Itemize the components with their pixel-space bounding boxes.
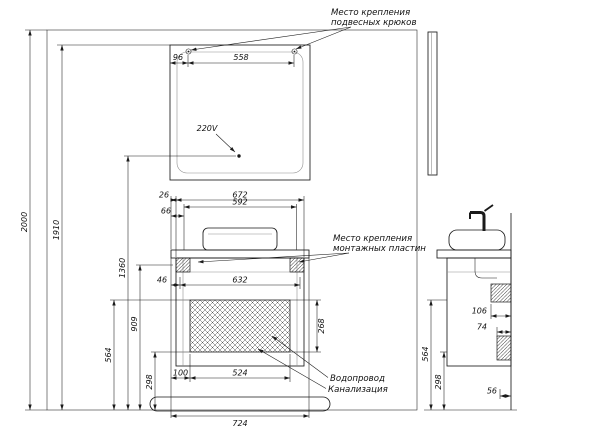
dim-text-fixing-spacing: 632 — [232, 276, 247, 285]
dim-side-zone-top: 564 — [421, 299, 447, 410]
cabinet-front — [175, 257, 305, 367]
dim-bracket-top-depth: 106 — [472, 304, 511, 319]
dim-text-overall-width: 724 — [232, 419, 247, 428]
dim-base-depth: 56 — [487, 387, 511, 399]
dim-text-hook-offset: 96 — [173, 53, 183, 62]
dim-panel-bottom-height: 298 — [145, 351, 190, 410]
power-outlet-dot — [237, 154, 241, 158]
plates-label-line2: монтажных пластин — [333, 244, 426, 254]
dim-text-plates-height: 909 — [130, 316, 139, 331]
hooks-label-line1: Место крепления — [331, 8, 410, 18]
dim-mirror-top-height: 1910 — [52, 44, 170, 410]
mirror-led-frame — [176, 51, 304, 174]
dim-text-side-zone-bottom: 298 — [434, 374, 443, 389]
dim-plates-height: 909 — [130, 264, 173, 410]
hooks-callout: Место крепления подвесных крюков — [190, 8, 417, 51]
cabinet-side — [446, 257, 512, 367]
mounting-plate-right — [289, 257, 305, 273]
plumbing-access-panel — [189, 299, 291, 353]
dim-text-side-zone-top: 564 — [421, 346, 430, 361]
dim-text-inner-width: 592 — [232, 198, 247, 207]
dim-bottom-widths: 100 524 724 — [171, 258, 310, 428]
dim-panel-top-height: 564 — [104, 299, 190, 410]
power-outlet-leader — [215, 133, 236, 153]
dim-text-panel-left-offset: 100 — [173, 369, 188, 378]
drawing-border — [46, 29, 418, 411]
dim-overall-height: 2000 — [20, 29, 47, 411]
mirror-front-view — [169, 44, 311, 181]
dim-text-panel-bottom-height: 298 — [145, 374, 154, 389]
water-label: Водопровод — [330, 374, 385, 384]
dim-outlet-height: 1360 — [118, 155, 236, 410]
dim-panel-height: 268 — [290, 299, 326, 353]
dim-text-panel-height: 268 — [317, 318, 326, 333]
hanging-hook-left — [185, 48, 192, 55]
dim-text-cabinet-width: 672 — [232, 191, 247, 200]
plates-label-line1: Место крепления — [333, 234, 412, 244]
dim-text-mirror-top-height: 1910 — [52, 220, 61, 240]
power-outlet-label: 220V — [197, 124, 218, 133]
faucet-side — [469, 204, 494, 231]
dim-text-panel-width: 524 — [232, 369, 247, 378]
floor-plinth — [149, 396, 331, 412]
dim-text-outlet-height: 1360 — [118, 258, 127, 278]
dim-text-fixing-offset: 46 — [157, 276, 167, 285]
mirror-outline — [169, 44, 311, 181]
plumbing-callout: Водопровод Канализация — [257, 335, 388, 395]
dim-top-widths: 26 672 592 66 — [159, 191, 305, 257]
dim-bracket-bottom-depth: 74 — [477, 323, 511, 337]
hanging-hook-right — [291, 48, 298, 55]
dim-text-countertop-overhang: 26 — [159, 191, 169, 200]
dim-text-bracket-bottom-depth: 74 — [477, 323, 487, 332]
mounting-plate-left — [175, 257, 191, 273]
dim-text-panel-top-height: 564 — [104, 347, 113, 362]
power-outlet-callout: 220V — [197, 124, 241, 158]
basin-front — [202, 227, 278, 251]
vanity-side-view — [424, 204, 517, 411]
vanity-front-view — [170, 227, 310, 367]
basin-side — [448, 229, 506, 251]
drain-pipe — [474, 258, 497, 279]
dim-text-inner-offset: 66 — [161, 207, 171, 216]
dim-side-zone-bottom: 298 — [434, 351, 447, 410]
dim-text-bracket-top-depth: 106 — [472, 307, 487, 316]
dim-text-base-depth: 56 — [487, 387, 497, 396]
sewer-label: Канализация — [328, 385, 388, 395]
plates-callout: Место крепления монтажных пластин — [197, 234, 426, 264]
dim-hook-offset-spacing: 96 558 — [170, 53, 295, 67]
dim-text-overall-height: 2000 — [20, 212, 29, 232]
countertop-side — [436, 249, 512, 259]
hooks-label-line2: подвесных крюков — [331, 18, 417, 28]
dim-text-hook-spacing: 558 — [233, 53, 248, 62]
dim-fixing-positions: 46 632 — [157, 258, 301, 418]
wall-bracket-bottom — [496, 335, 512, 361]
mirror-side-view — [427, 31, 438, 176]
wall-bracket-top — [490, 283, 512, 303]
